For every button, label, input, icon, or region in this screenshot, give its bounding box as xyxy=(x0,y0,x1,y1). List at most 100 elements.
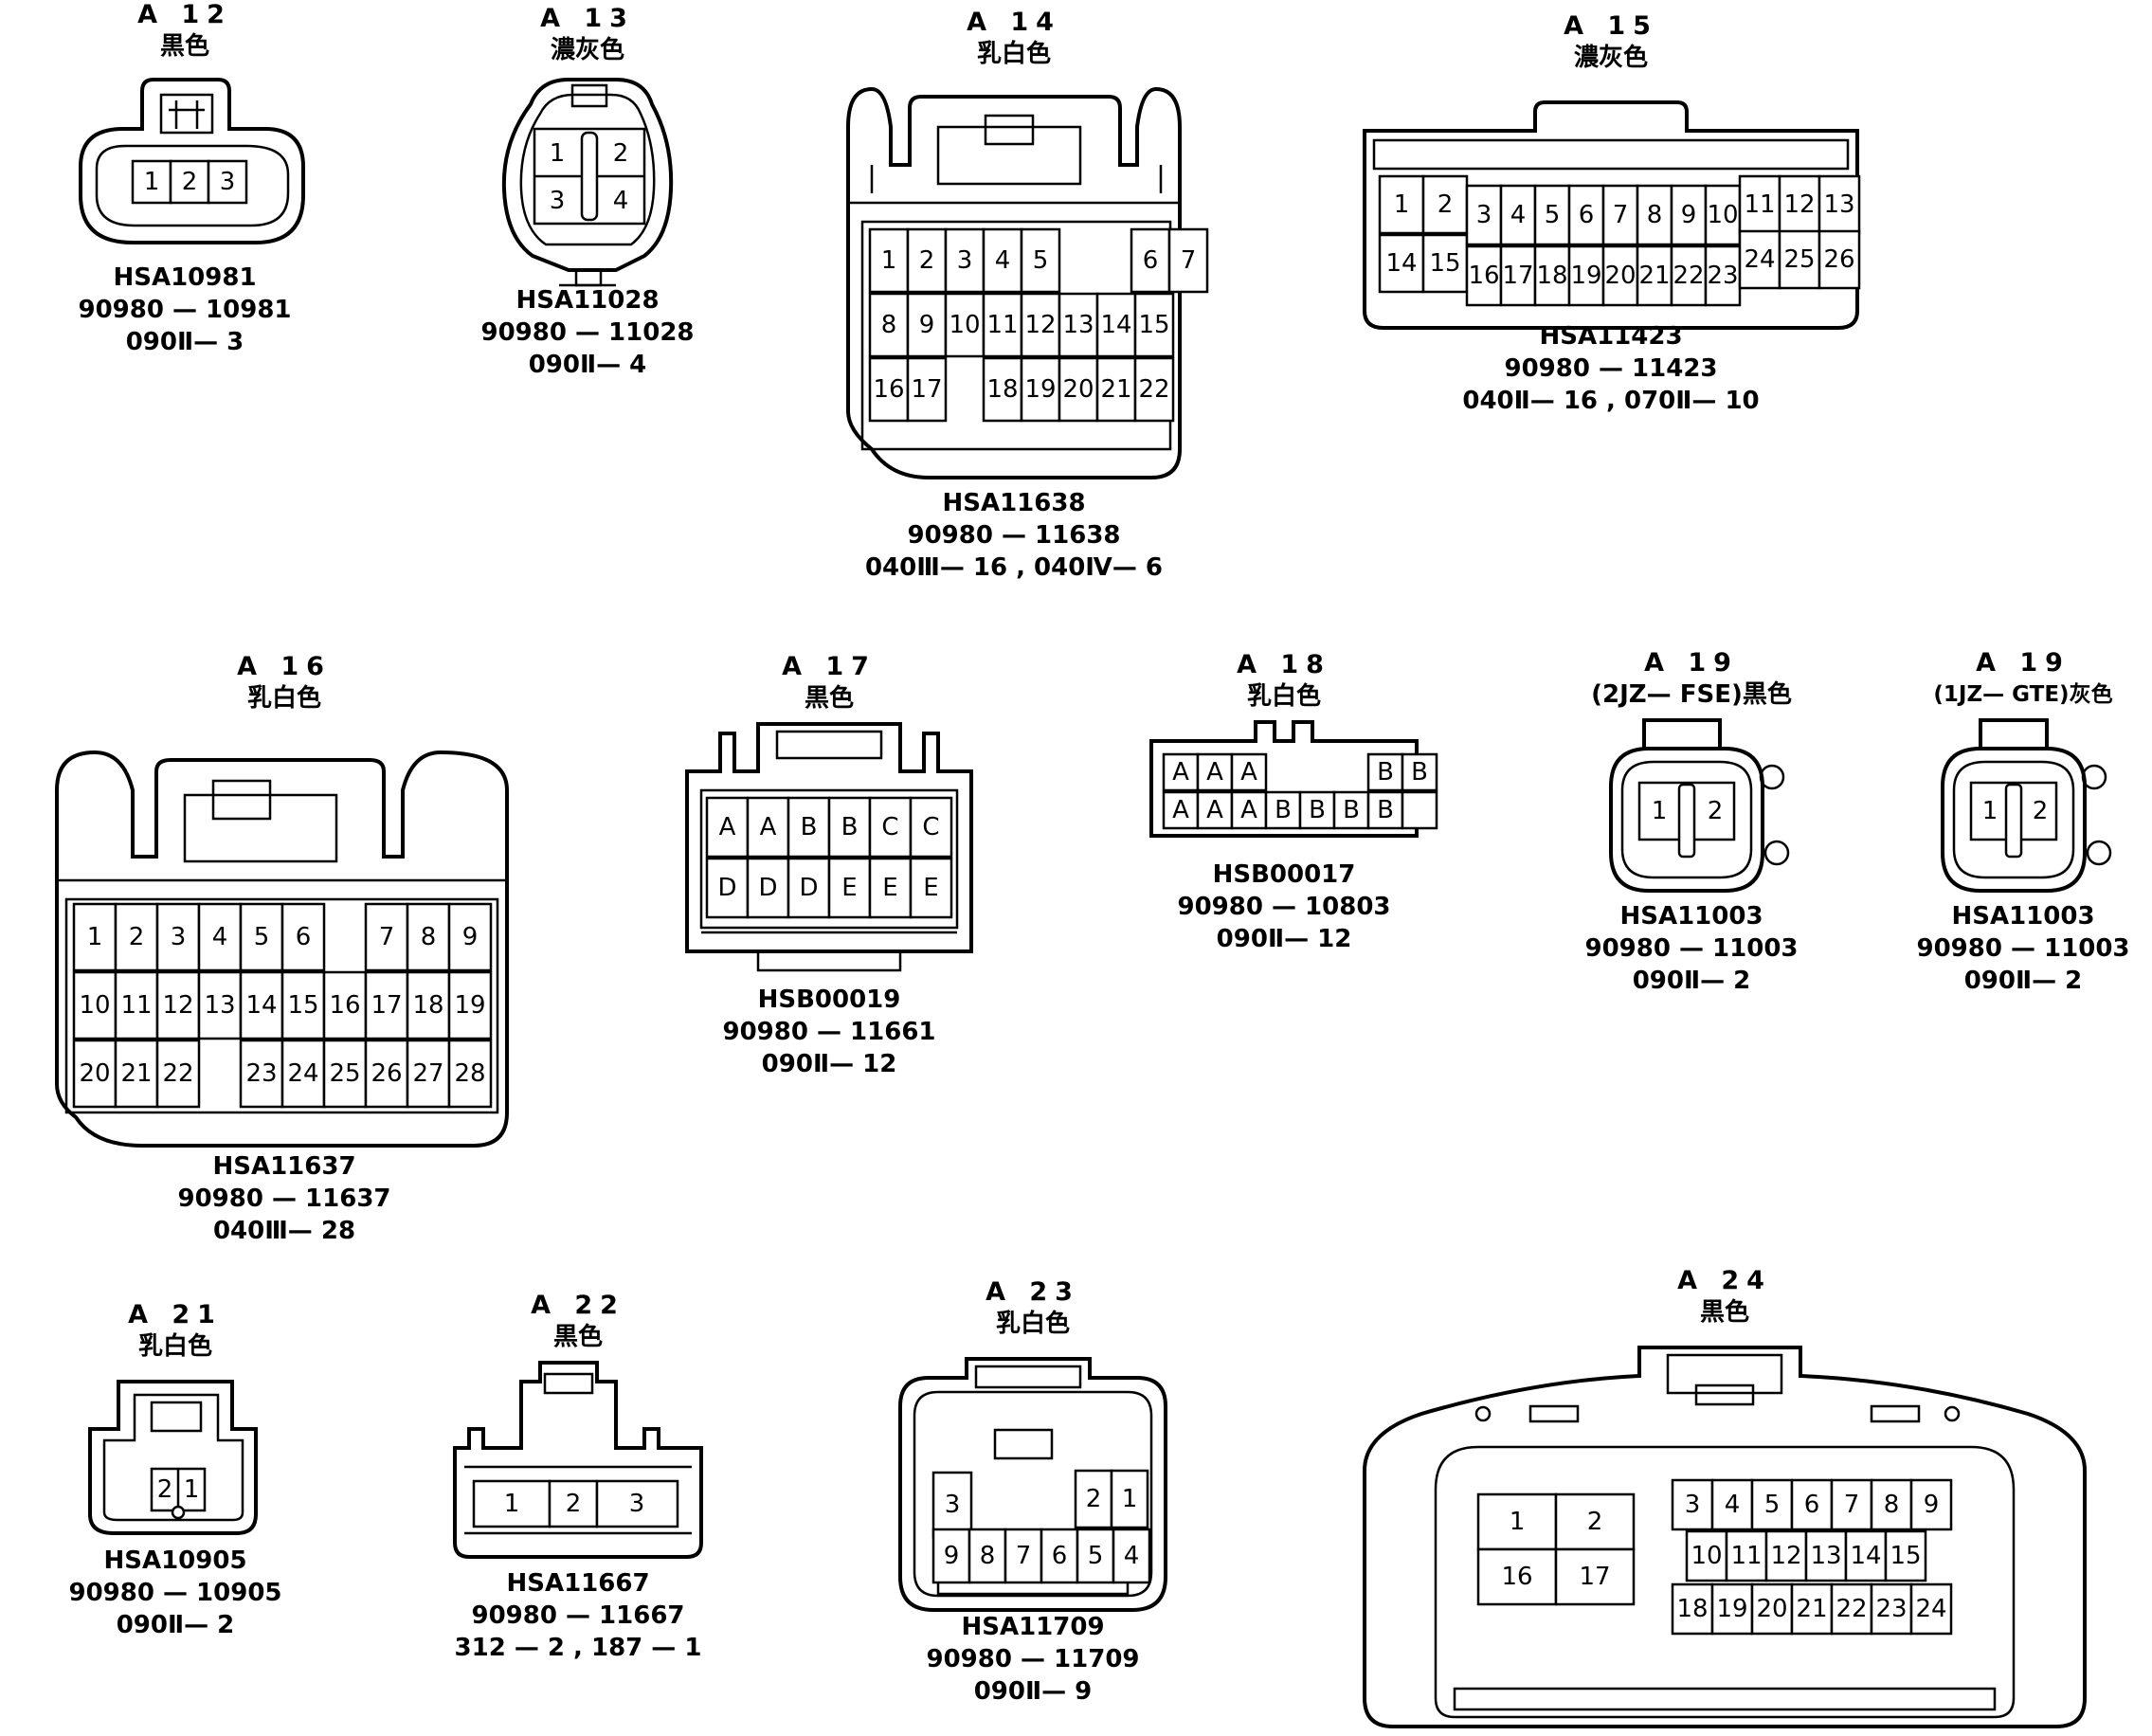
pin-cell xyxy=(406,1039,451,1109)
pin-cell xyxy=(827,857,872,919)
pin-cell xyxy=(1671,1582,1714,1636)
connector-color: 黒色 xyxy=(552,1323,603,1351)
hsa-code: HSA11709 xyxy=(961,1613,1105,1641)
pin: 2 xyxy=(129,923,145,951)
connector-id: A 17 xyxy=(782,652,877,681)
pin: 1 xyxy=(87,923,103,951)
pin: 1 xyxy=(1510,1508,1526,1536)
pin-cell xyxy=(906,227,948,294)
pin-cell xyxy=(1401,752,1438,792)
pin-cell xyxy=(1366,790,1404,830)
pin-cell xyxy=(280,902,326,972)
pin-cell xyxy=(1499,244,1537,307)
pin-cell xyxy=(787,857,831,919)
pin: 9 xyxy=(1681,201,1697,229)
pin-cell xyxy=(447,970,493,1040)
pin: B xyxy=(1377,796,1394,824)
pin: 18 xyxy=(986,375,1018,404)
pin: 28 xyxy=(454,1059,485,1088)
pin: 8 xyxy=(1884,1491,1900,1519)
pin-cell xyxy=(787,796,831,859)
pin: 10 xyxy=(1691,1542,1722,1570)
pin-cell xyxy=(1817,229,1861,290)
pin: 5 xyxy=(1764,1491,1781,1519)
pin-cell xyxy=(114,902,159,972)
pin: 19 xyxy=(1716,1595,1747,1623)
connector-id: A 19 xyxy=(1644,648,1739,678)
pin: 15 xyxy=(1429,249,1460,278)
pin: 2 xyxy=(566,1490,582,1518)
pin: A xyxy=(1240,796,1257,824)
pin: 17 xyxy=(1502,262,1533,290)
pin: 1 xyxy=(1652,797,1668,825)
connector-a19-1jz: A 19 (1JZ— GTE)灰色 1 2 HSA11003 90980 — 1… xyxy=(1905,648,2142,997)
hsa-code: HSA11028 xyxy=(515,286,660,315)
pin: C xyxy=(922,813,939,841)
pin: 10 xyxy=(79,991,110,1020)
pin: 16 xyxy=(1501,1563,1532,1591)
pin-cell xyxy=(1020,227,1061,294)
hsa-code: HSA10905 xyxy=(103,1546,247,1575)
connector-color: 乳白色 xyxy=(1246,682,1321,711)
part-number: 90980 — 11638 xyxy=(907,521,1121,550)
connector-a19-2jz: A 19 (2JZ— FSE)黒色 1 2 HSA11003 90980 — 1… xyxy=(1564,648,1819,997)
pin-grid: 1 2 3 4 xyxy=(533,127,646,226)
terminal-code: 090Ⅱ— 2 xyxy=(1963,967,2083,995)
pin: 11 xyxy=(986,311,1018,339)
terminal-code: 090Ⅱ— 4 xyxy=(528,351,647,379)
part-number: 90980 — 11667 xyxy=(471,1601,685,1630)
pin: B xyxy=(1275,796,1292,824)
pin-cell xyxy=(944,227,986,294)
pin-cell xyxy=(1421,174,1469,235)
pin: 7 xyxy=(379,923,395,951)
pin-cell xyxy=(239,1039,284,1109)
pin: 1 xyxy=(144,168,160,196)
pin: 2 xyxy=(1708,797,1724,825)
pin-cell xyxy=(909,857,953,919)
pin-cell xyxy=(72,1039,118,1109)
connector-a21: A 21 乳白色 2 1 HSA10905 90980 — 10905 090Ⅱ… xyxy=(66,1300,284,1641)
pin-cell xyxy=(1112,1528,1151,1584)
pin: 1 xyxy=(184,1475,200,1504)
pin: 13 xyxy=(1823,190,1854,219)
pin: 14 xyxy=(1100,311,1131,339)
pin-cell xyxy=(447,1039,493,1109)
pin: 22 xyxy=(1836,1595,1867,1623)
connector-id: A 12 xyxy=(137,0,232,29)
pin-cell xyxy=(827,796,872,859)
connector-color: 乳白色 xyxy=(137,1332,212,1361)
pin-cell xyxy=(944,292,986,358)
terminal-code: 090Ⅱ— 12 xyxy=(761,1050,897,1078)
pin-cell xyxy=(155,1039,201,1109)
pin: 6 xyxy=(1579,201,1595,229)
pin-cell xyxy=(1076,1528,1115,1584)
pin: 27 xyxy=(412,1059,443,1088)
pin-grid: 1 2 xyxy=(1637,781,1736,859)
pin: E xyxy=(923,874,938,902)
pin-cell xyxy=(1870,1582,1913,1636)
pin: 11 xyxy=(120,991,152,1020)
pin-cell xyxy=(1670,244,1708,307)
pin: 24 xyxy=(1915,1595,1946,1623)
pin: 2 xyxy=(182,168,198,196)
hsa-code: HSA11638 xyxy=(942,489,1086,517)
part-number: 90980 — 10803 xyxy=(1177,893,1391,921)
pin-cell xyxy=(1725,1529,1768,1582)
connector-a19b-drawing: 1 2 xyxy=(1941,718,2112,893)
pin: 18 xyxy=(1536,262,1567,290)
connector-a12: A 12 黒色 1 2 3 HSA10981 90980 — 10981 090… xyxy=(57,0,313,358)
pin: 1 xyxy=(504,1490,520,1518)
pin: 20 xyxy=(1062,375,1094,404)
connector-id: A 13 xyxy=(540,4,635,33)
pin: 8 xyxy=(980,1542,996,1570)
pin: 16 xyxy=(1468,262,1499,290)
pin: 5 xyxy=(1545,201,1561,229)
pin-cell xyxy=(447,902,493,972)
pin-cell xyxy=(705,857,750,919)
